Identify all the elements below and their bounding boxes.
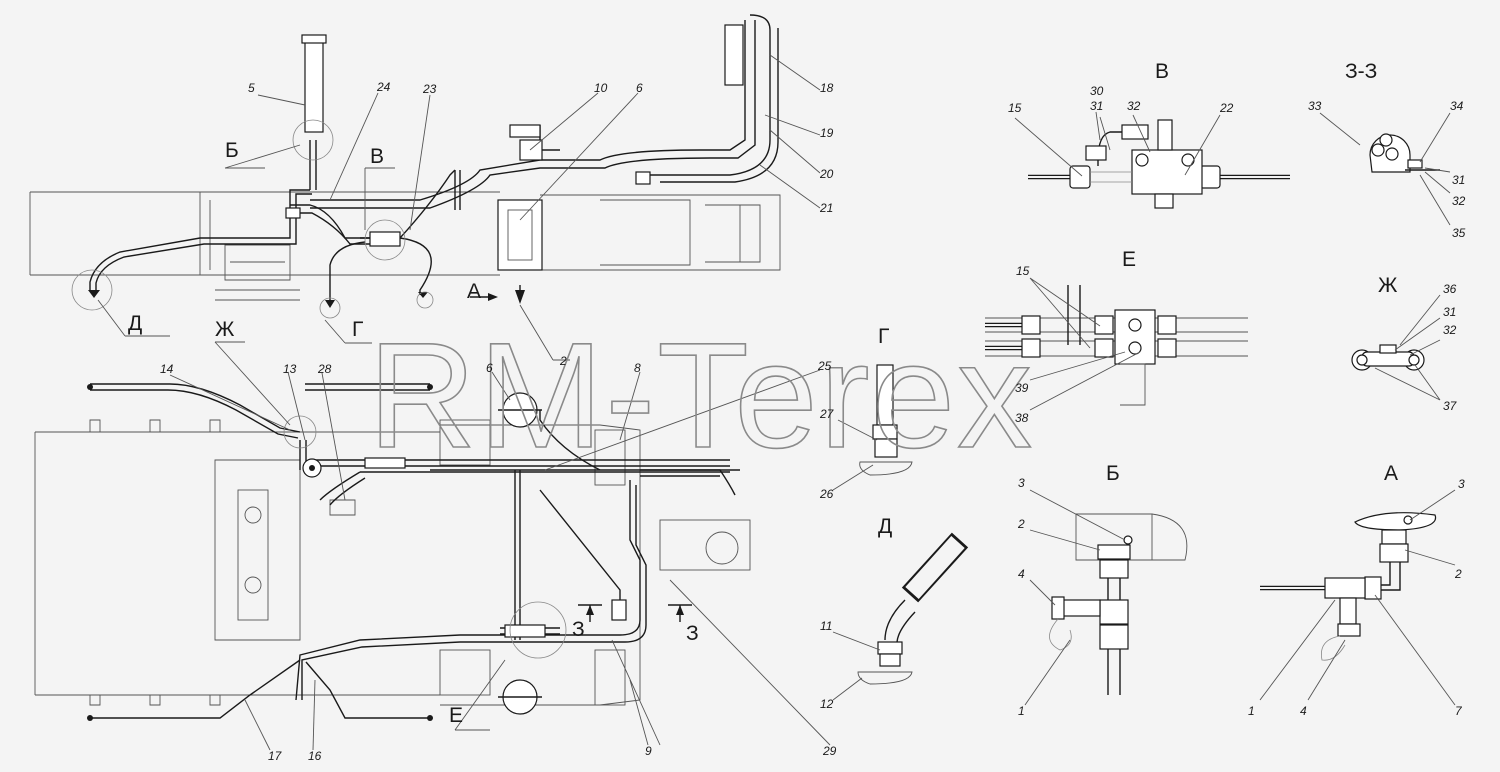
view-label: В	[1155, 60, 1169, 83]
part-number: 25	[817, 359, 832, 373]
part-number: 14	[160, 362, 174, 376]
part-number: 6	[636, 81, 643, 95]
view-label: Г	[878, 325, 889, 348]
part-number: 7	[1455, 704, 1463, 718]
view-label: Ж	[215, 318, 235, 341]
hydraulic-cylinder	[304, 39, 324, 133]
part-numbers: 5 24 23 10 6 18 19 20 21 2 14 13 28 6 8 …	[160, 80, 1466, 763]
part-number: 34	[1450, 99, 1464, 113]
section-markers	[578, 604, 692, 622]
part-number: 17	[268, 749, 283, 763]
part-number: 18	[820, 81, 834, 95]
part-number: 4	[1300, 704, 1307, 718]
part-number: 31	[1090, 99, 1103, 113]
part-number: 35	[1452, 226, 1466, 240]
view-label: Д	[878, 515, 892, 538]
part-number: 5	[248, 81, 255, 95]
part-number: 9	[645, 744, 652, 758]
part-number: 31	[1452, 173, 1465, 187]
view-label: Д	[128, 312, 142, 335]
detail-circles-top	[71, 119, 434, 319]
part-number: 4	[1018, 567, 1025, 581]
detail-g	[859, 364, 913, 476]
part-number: 12	[820, 697, 834, 711]
detail-b	[1049, 513, 1188, 695]
part-number: 28	[317, 362, 332, 376]
view-label: Б	[225, 139, 239, 162]
view-label: З-З	[1345, 60, 1377, 83]
filter-housing	[497, 199, 543, 271]
view-label: А	[467, 280, 481, 303]
part-number: 22	[1219, 101, 1234, 115]
part-number: 32	[1452, 194, 1466, 208]
detail-a	[1260, 512, 1437, 661]
part-number: 10	[594, 81, 608, 95]
part-number: 8	[634, 361, 641, 375]
part-number: 13	[283, 362, 297, 376]
part-number: 19	[820, 126, 834, 140]
leader-lines	[97, 54, 1456, 751]
part-number: 36	[1443, 282, 1457, 296]
part-number: 30	[1090, 84, 1104, 98]
part-number: 33	[1308, 99, 1322, 113]
view-label: З	[686, 622, 699, 645]
view-label: А	[1384, 462, 1398, 485]
part-number: 1	[1248, 704, 1255, 718]
view-label: Б	[1106, 462, 1120, 485]
part-number: 20	[819, 167, 834, 181]
view-labels: Б В Д Г А Ж З-З Е Г Д Б А В Е Ж З З	[128, 60, 1398, 727]
part-number: 24	[376, 80, 391, 94]
top-view-components	[88, 24, 744, 308]
valve-block-top	[369, 231, 401, 247]
part-number: 2	[1017, 517, 1025, 531]
part-number: 16	[308, 749, 322, 763]
view-label: В	[370, 145, 384, 168]
part-number: 3	[1018, 476, 1025, 490]
view-label: З	[572, 618, 585, 641]
part-number: 27	[819, 407, 835, 421]
view-label: Е	[449, 704, 463, 727]
part-number: 3	[1458, 477, 1465, 491]
watermark: RM-Terex	[368, 311, 1034, 479]
part-number: 1	[1018, 704, 1025, 718]
part-number: 32	[1443, 323, 1457, 337]
part-number: 6	[486, 361, 493, 375]
part-number: 2	[559, 354, 567, 368]
detail-d	[857, 532, 969, 685]
view-label: Ж	[1378, 274, 1398, 297]
part-number: 26	[819, 487, 834, 501]
view-label: Е	[1122, 248, 1136, 271]
part-number: 15	[1008, 101, 1022, 115]
detail-v	[1028, 119, 1290, 209]
chassis-frame-plan	[34, 419, 751, 706]
part-number: 38	[1015, 411, 1029, 425]
part-number: 37	[1443, 399, 1458, 413]
part-number: 31	[1443, 305, 1456, 319]
top-view-lines	[89, 14, 779, 300]
part-number: 11	[820, 619, 832, 633]
detail-e	[985, 285, 1248, 406]
part-number: 15	[1016, 264, 1030, 278]
detail-zh	[1351, 344, 1425, 371]
part-number: 39	[1015, 381, 1029, 395]
chassis-frame-top	[29, 191, 781, 301]
plan-view-components	[87, 384, 627, 721]
view-label: Г	[352, 318, 363, 341]
part-number: 32	[1127, 99, 1141, 113]
cylinder-right	[724, 24, 744, 86]
detail-z-z	[1369, 133, 1440, 173]
part-number: 23	[422, 82, 437, 96]
part-number: 29	[822, 744, 837, 758]
part-number: 21	[819, 201, 833, 215]
part-number: 2	[1454, 567, 1462, 581]
